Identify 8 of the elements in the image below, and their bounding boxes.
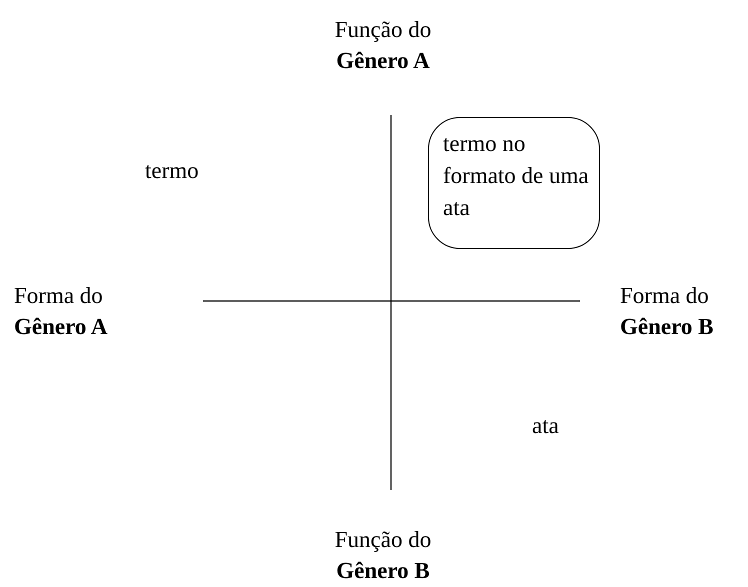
axis-label: Forma do Gênero A [14, 282, 108, 342]
axis-label: Função do Gênero A [334, 16, 432, 76]
quadrant-label: ata [532, 412, 560, 440]
axis-label: Forma do Gênero B [620, 282, 714, 342]
quadrant-label: termo [145, 157, 200, 185]
box-text: termo no formato de uma ata [443, 130, 590, 222]
quadrant-box [428, 117, 600, 249]
axis-label: Função do Gênero B [334, 526, 432, 586]
